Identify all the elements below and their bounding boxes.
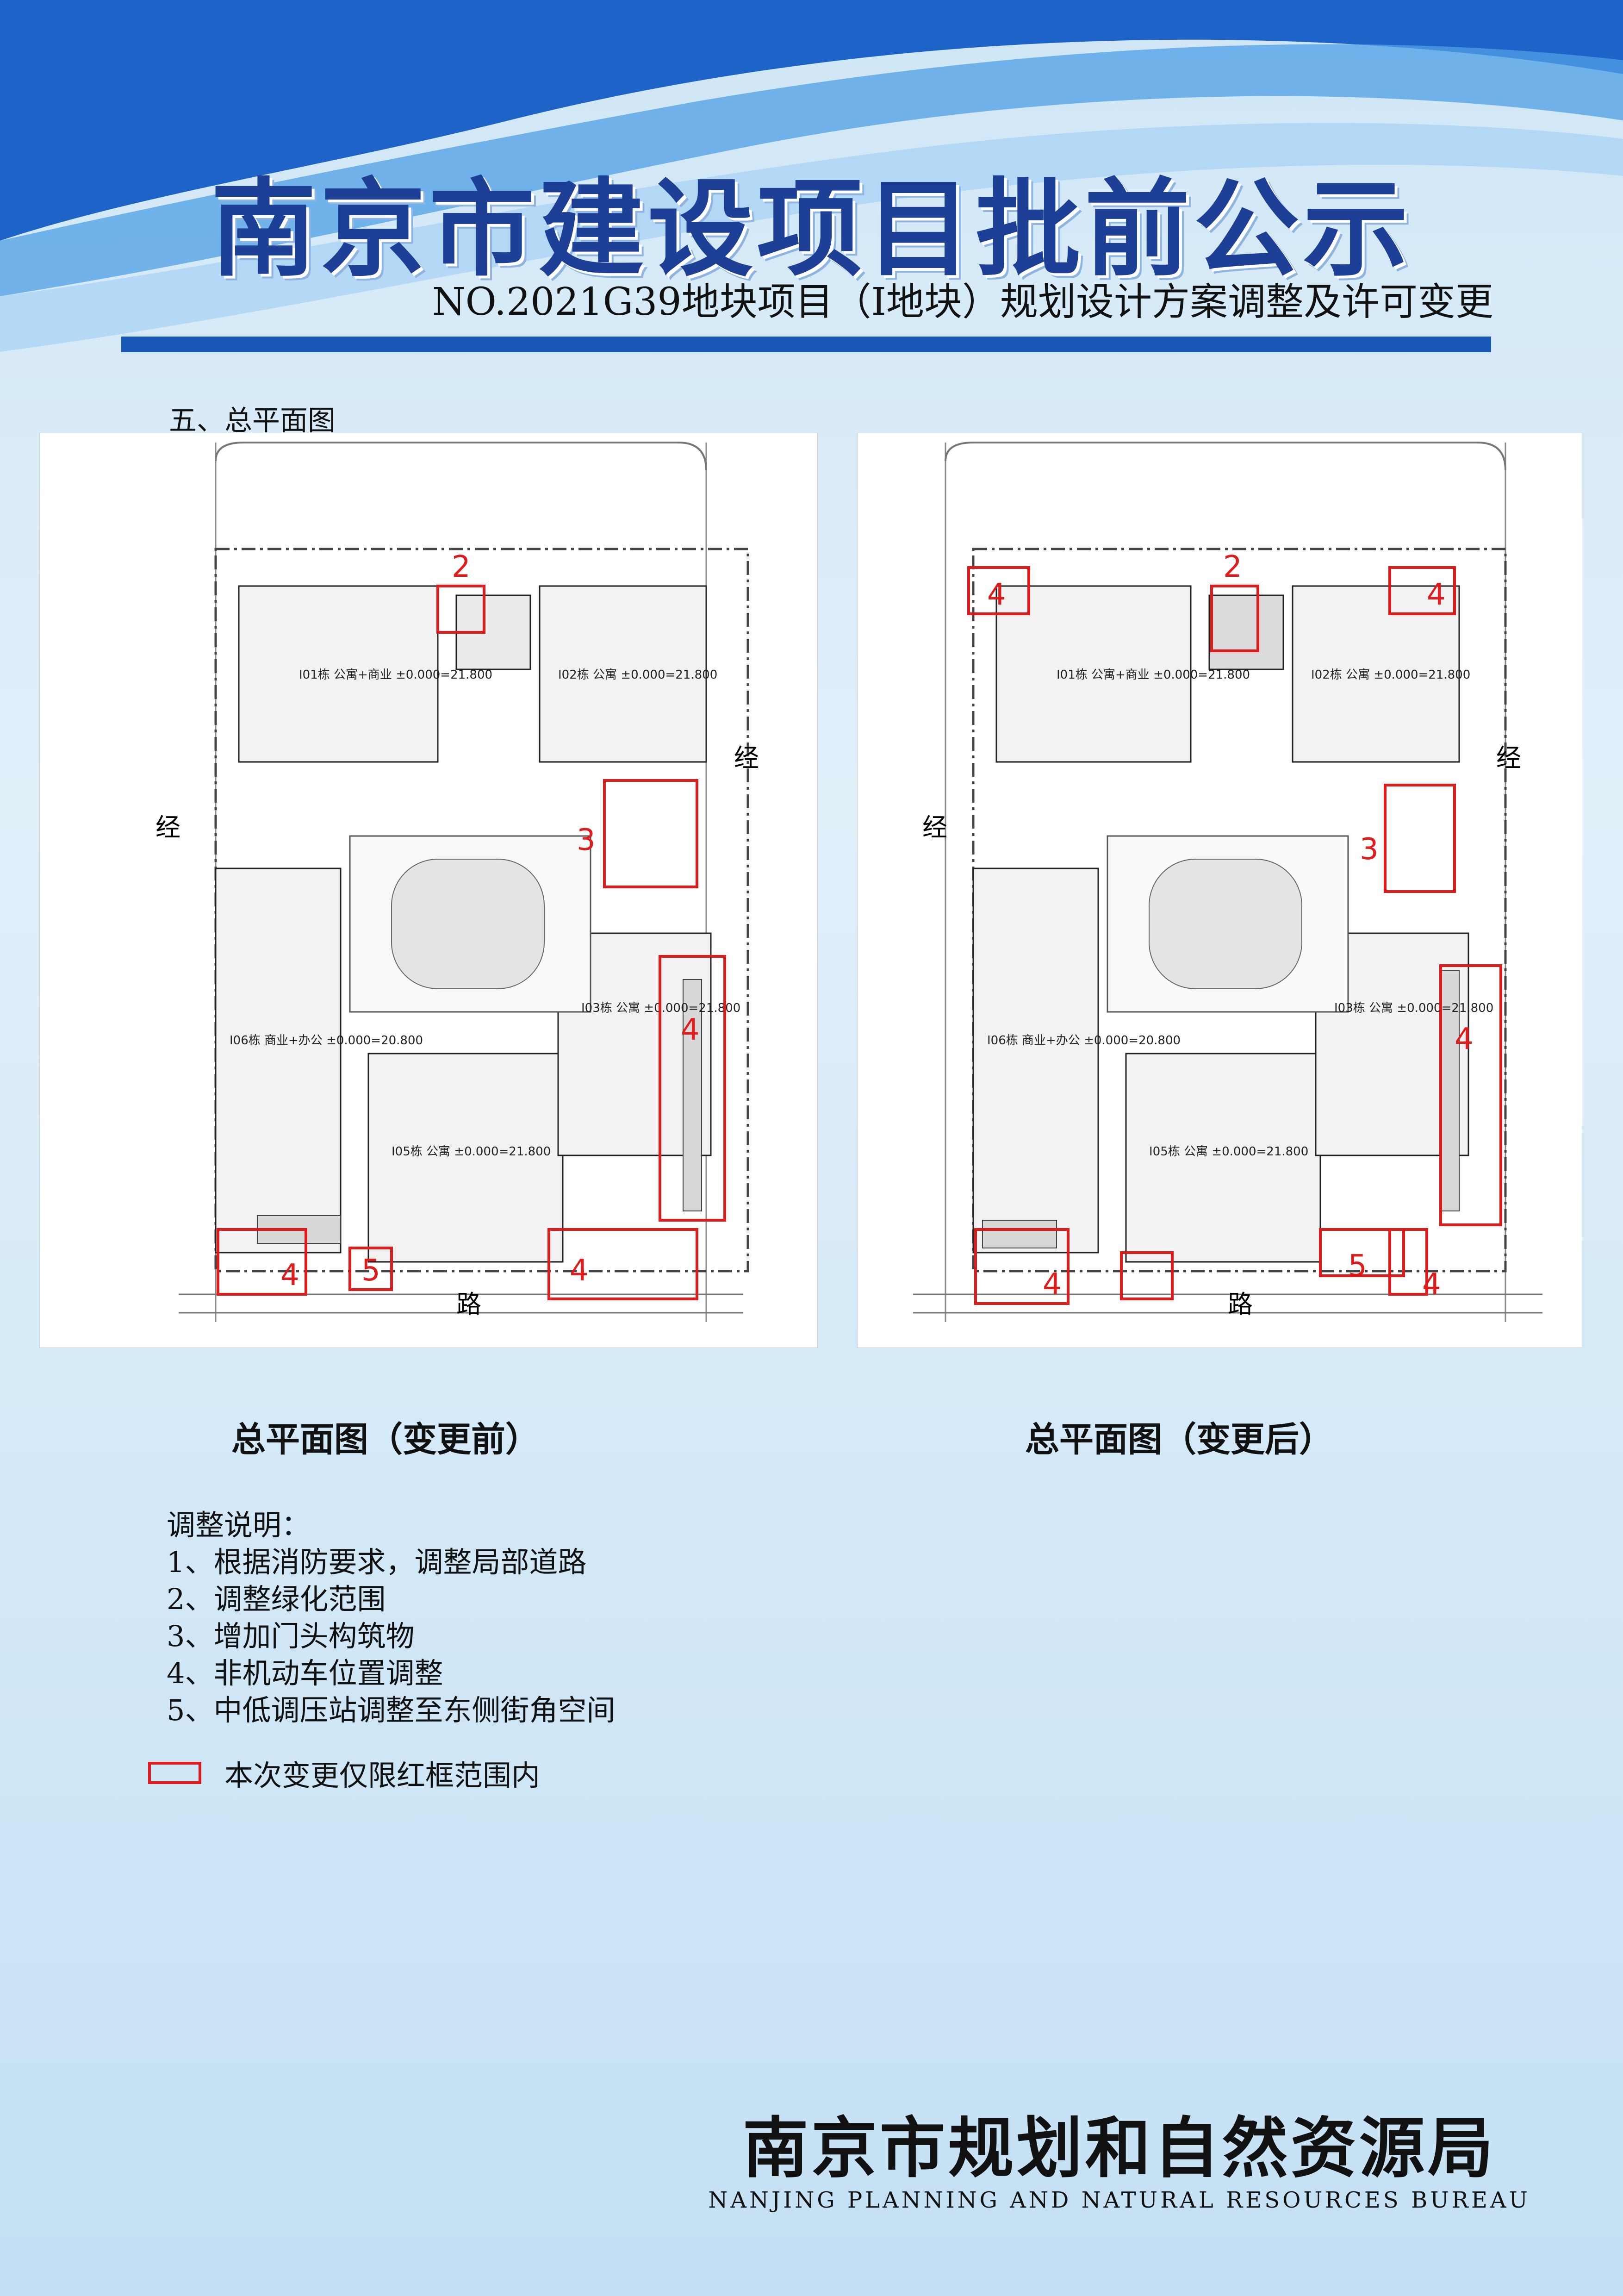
building-label: I05栋 公寓 ±0.000=21.800 [1149,1145,1308,1159]
change-mark-4: 4 [1422,1267,1441,1302]
bureau-name-cn: 南京市规划和自然资源局 [742,2110,1496,2187]
note-item: 4、非机动车位置调整 [167,1656,443,1690]
road-label-jing-east: 经 [1496,743,1521,773]
change-mark-4: 4 [1043,1267,1062,1302]
change-mark-5: 5 [1348,1249,1367,1283]
change-mark-4: 4 [1455,1022,1474,1056]
site-plan-before: 经 经 路 I01栋 公寓+商业 ±0.000=21.800 I02栋 公寓 ±… [39,433,818,1348]
section-heading: 五、总平面图 [169,405,336,437]
caption-after: 总平面图（变更后） [1025,1420,1333,1460]
building-label: I03栋 公寓 ±0.000=21.800 [1334,1001,1493,1015]
footer: 南京市规划和自然资源局 NANJING PLANNING AND NATURAL… [708,2095,1530,2213]
page-title: 南京市建设项目批前公示 [211,167,1412,291]
change-mark-4: 4 [987,578,1006,612]
change-mark-2: 2 [452,550,471,584]
change-mark-4: 4 [280,1258,299,1292]
change-mark-3: 3 [577,823,596,857]
adjustment-notes: 调整说明： 1、根据消防要求，调整局部道路 2、调整绿化范围 3、增加门头构筑物… [167,1507,615,1729]
building-label: I05栋 公寓 ±0.000=21.800 [392,1145,551,1159]
change-boxes-after [967,566,1502,1305]
building-label: I02栋 公寓 ±0.000=21.800 [1311,668,1470,682]
change-mark-4: 4 [681,1013,700,1047]
header-wave-decoration [0,0,1623,352]
site-plan-after-drawing: 经 经 路 I01栋 公寓+商业 ±0.000=21.800 I02栋 公寓 ±… [858,433,1582,1348]
change-mark-3: 3 [1360,832,1379,867]
project-subtitle: NO.2021G39地块项目（I地块）规划设计方案调整及许可变更 [432,280,1493,324]
notes-heading: 调整说明： [167,1508,311,1542]
change-mark-4: 4 [1427,578,1446,612]
site-plan-before-drawing: 经 经 路 I01栋 公寓+商业 ±0.000=21.800 I02栋 公寓 ±… [40,433,817,1348]
note-item: 1、根据消防要求，调整局部道路 [167,1545,587,1579]
legend: 本次变更仅限红框范围内 [148,1752,540,1794]
road-label-lu: 路 [456,1290,481,1319]
building-label: I06栋 商业+办公 ±0.000=20.800 [987,1034,1181,1048]
road-label-lu: 路 [1228,1290,1253,1319]
building-label: I01栋 公寓+商业 ±0.000=21.800 [299,668,492,682]
change-boxes-before [217,585,726,1300]
change-mark-2: 2 [1223,550,1242,584]
building-label: I06栋 商业+办公 ±0.000=20.800 [230,1034,423,1048]
caption-before: 总平面图（变更前） [231,1420,540,1460]
note-item: 2、调整绿化范围 [167,1582,386,1616]
legend-label: 本次变更仅限红框范围内 [224,1759,541,1792]
bureau-name-en: NANJING PLANNING AND NATURAL RESOURCES B… [708,2187,1530,2213]
note-item: 3、增加门头构筑物 [167,1619,415,1653]
site-plan-after: 经 经 路 I01栋 公寓+商业 ±0.000=21.800 I02栋 公寓 ±… [857,433,1582,1348]
header-divider [121,337,1491,352]
road-label-jing: 经 [922,813,947,842]
road-label-jing-east: 经 [734,743,759,773]
change-mark-4: 4 [570,1254,589,1288]
road-label-jing: 经 [155,813,180,842]
building-label: I02栋 公寓 ±0.000=21.800 [558,668,717,682]
red-box-legend-icon [148,1762,201,1784]
note-item: 5、中低调压站调整至东侧街角空间 [167,1693,616,1727]
change-mark-5: 5 [361,1254,380,1288]
building-label: I01栋 公寓+商业 ±0.000=21.800 [1057,668,1250,682]
